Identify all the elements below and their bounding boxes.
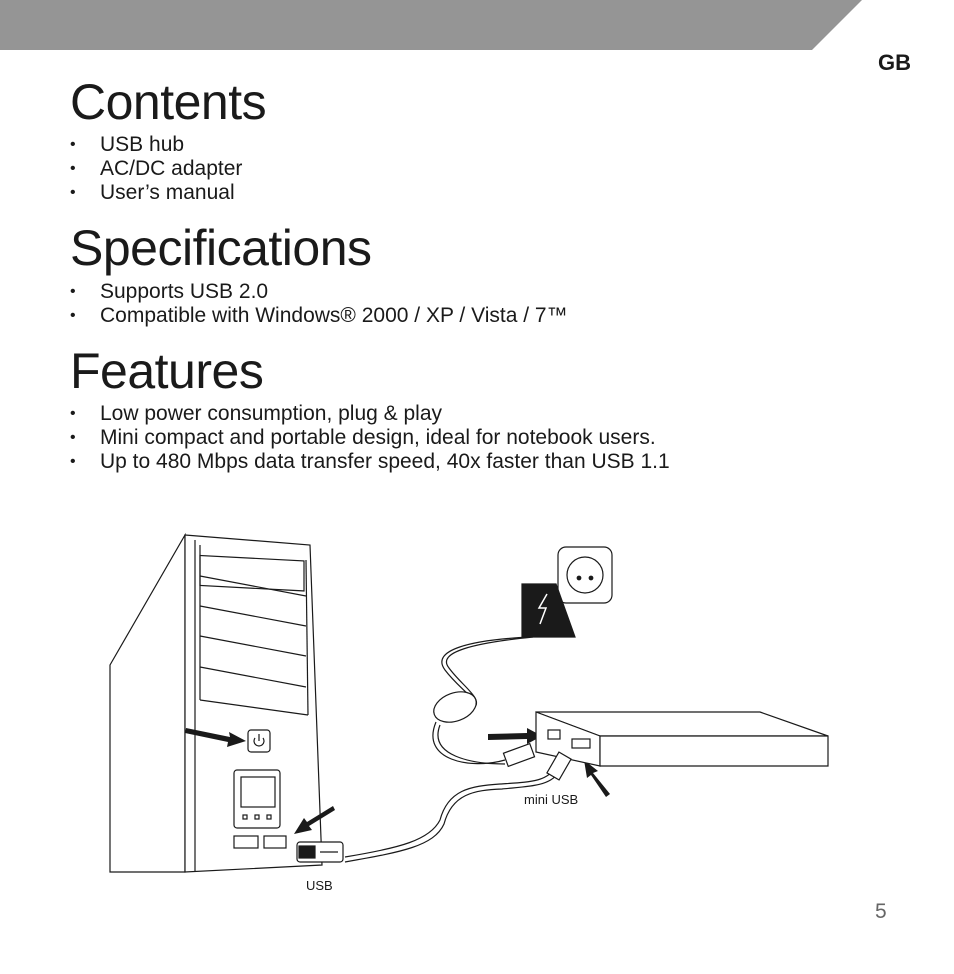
power-button-icon — [247, 729, 271, 753]
arrow-icon — [185, 728, 610, 834]
list-item: AC/DC adapter — [70, 157, 242, 181]
usb-label: USB — [306, 878, 333, 893]
list-item: Compatible with Windows® 2000 / XP / Vis… — [70, 304, 568, 328]
language-code: GB — [878, 50, 911, 75]
specifications-list: Supports USB 2.0 Compatible with Windows… — [70, 280, 568, 328]
list-item: Supports USB 2.0 — [70, 280, 568, 304]
usb-plug — [296, 841, 344, 863]
features-list: Low power consumption, plug & play Mini … — [70, 402, 670, 474]
list-item: USB hub — [70, 133, 242, 157]
header-bar — [0, 0, 862, 50]
list-item: Mini compact and portable design, ideal … — [70, 426, 670, 450]
contents-list: USB hub AC/DC adapter User’s manual — [70, 133, 242, 205]
list-item: Low power consumption, plug & play — [70, 402, 670, 426]
usb-hub — [535, 711, 829, 767]
section-title-features: Features — [70, 343, 264, 399]
list-item: Up to 480 Mbps data transfer speed, 40x … — [70, 450, 670, 474]
page-number: 5 — [875, 900, 887, 923]
wall-outlet — [557, 546, 613, 604]
section-title-contents: Contents — [70, 74, 267, 130]
list-item: User’s manual — [70, 181, 242, 205]
mini-usb-label: mini USB — [524, 792, 579, 807]
section-title-specifications: Specifications — [70, 220, 372, 276]
power-adapter — [521, 583, 576, 638]
pc-tower — [109, 532, 323, 873]
